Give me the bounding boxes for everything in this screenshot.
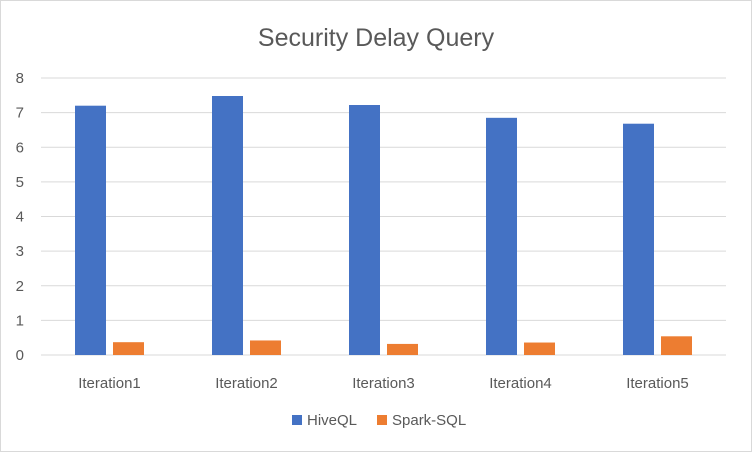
bar-hiveql-4 <box>486 117 517 355</box>
x-tick-label: Iteration1 <box>78 375 141 392</box>
legend: HiveQL Spark-SQL <box>292 412 466 429</box>
y-tick-label: 2 <box>16 278 24 295</box>
bar-hiveql-3 <box>349 105 380 355</box>
bar-spark-sql-5 <box>661 336 692 355</box>
y-axis-ticks: 0 1 2 3 4 5 6 7 8 <box>16 70 24 364</box>
chart-title: Security Delay Query <box>258 24 495 52</box>
y-tick-label: 7 <box>16 105 24 122</box>
bar-hiveql-5 <box>623 123 654 355</box>
legend-swatch-hiveql <box>292 415 302 425</box>
gridlines <box>41 77 726 356</box>
bar-hiveql-1 <box>75 105 106 355</box>
bar-spark-sql-3 <box>387 343 418 355</box>
bar-spark-sql-4 <box>524 342 555 355</box>
x-tick-label: Iteration5 <box>626 375 689 392</box>
y-tick-label: 6 <box>16 139 24 156</box>
y-tick-label: 5 <box>16 174 24 191</box>
legend-label-hiveql: HiveQL <box>307 412 357 429</box>
bar-hiveql-2 <box>212 96 243 355</box>
bar-spark-sql-2 <box>250 340 281 355</box>
legend-label-spark-sql: Spark-SQL <box>392 412 466 429</box>
y-tick-label: 0 <box>16 347 24 364</box>
legend-swatch-spark-sql <box>377 415 387 425</box>
x-axis-labels: Iteration1 Iteration2 Iteration3 Iteration4… <box>78 375 689 392</box>
y-tick-label: 4 <box>16 209 24 226</box>
y-tick-label: 1 <box>16 312 24 329</box>
x-tick-label: Iteration4 <box>489 375 552 392</box>
y-tick-label: 8 <box>16 70 24 87</box>
bars <box>75 96 692 355</box>
bar-spark-sql-1 <box>113 342 144 355</box>
x-tick-label: Iteration2 <box>215 375 278 392</box>
x-tick-label: Iteration3 <box>352 375 415 392</box>
y-tick-label: 3 <box>16 243 24 260</box>
